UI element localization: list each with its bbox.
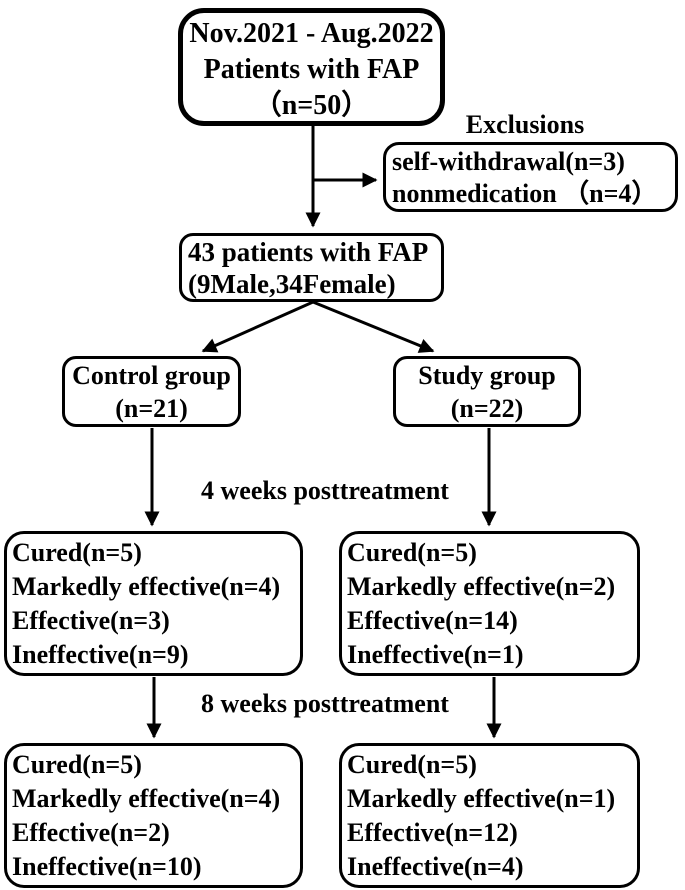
study-group-label: Study group [418,361,556,390]
outcome-line: Ineffective(n=4) [347,852,524,881]
week8-study-outcomes-box: Cured(n=5) Markedly effective(n=1) Effec… [339,743,640,888]
enrollment-line: Patients with FAP [203,54,420,85]
exclusions-box: self-withdrawal(n=3) nonmedication （n=4） [383,142,678,212]
outcome-line: Ineffective(n=1) [347,640,524,669]
outcome-line: Ineffective(n=9) [12,640,189,669]
exclusion-item: nonmedication （n=4） [392,179,658,208]
outcome-line: Effective(n=12) [347,818,518,847]
arrow-eligible-to-study [312,300,435,353]
outcome-line: Cured(n=5) [347,750,477,779]
control-group-box: Control group (n=21) [62,356,241,427]
eligible-demographics: (9Male,34Female) [188,269,396,299]
week4-timepoint-label: 4 weeks posttreatment [201,476,449,505]
enrollment-count: （n=50） [253,90,370,121]
outcome-line: Ineffective(n=10) [12,852,202,881]
outcome-line: Effective(n=2) [12,818,170,847]
enrollment-box: Nov.2021 - Aug.2022 Patients with FAP （n… [178,8,445,126]
week8-control-outcomes-box: Cured(n=5) Markedly effective(n=4) Effec… [4,743,303,888]
study-group-box: Study group (n=22) [393,356,581,427]
control-group-count: (n=21) [115,394,188,423]
enrollment-line: Nov.2021 - Aug.2022 [189,18,434,49]
outcome-line: Cured(n=5) [12,538,142,567]
arrow-eligible-to-control [201,300,314,353]
eligible-box: 43 patients with FAP (9Male,34Female) [179,233,444,302]
outcome-line: Markedly effective(n=1) [347,784,616,813]
control-group-label: Control group [72,361,231,390]
study-group-count: (n=22) [450,394,524,423]
eligible-line: 43 patients with FAP [188,237,429,267]
exclusion-item: self-withdrawal(n=3) [392,147,625,176]
week8-timepoint-label: 8 weeks posttreatment [201,689,449,718]
outcome-line: Effective(n=3) [12,606,170,635]
outcome-line: Markedly effective(n=4) [12,572,281,601]
week4-study-outcomes-box: Cured(n=5) Markedly effective(n=2) Effec… [339,531,640,676]
outcome-line: Cured(n=5) [347,538,477,567]
outcome-line: Cured(n=5) [12,750,142,779]
exclusions-heading: Exclusions [465,110,585,139]
outcome-line: Markedly effective(n=4) [12,784,281,813]
outcome-line: Markedly effective(n=2) [347,572,616,601]
outcome-line: Effective(n=14) [347,606,518,635]
week4-control-outcomes-box: Cured(n=5) Markedly effective(n=4) Effec… [4,531,303,676]
